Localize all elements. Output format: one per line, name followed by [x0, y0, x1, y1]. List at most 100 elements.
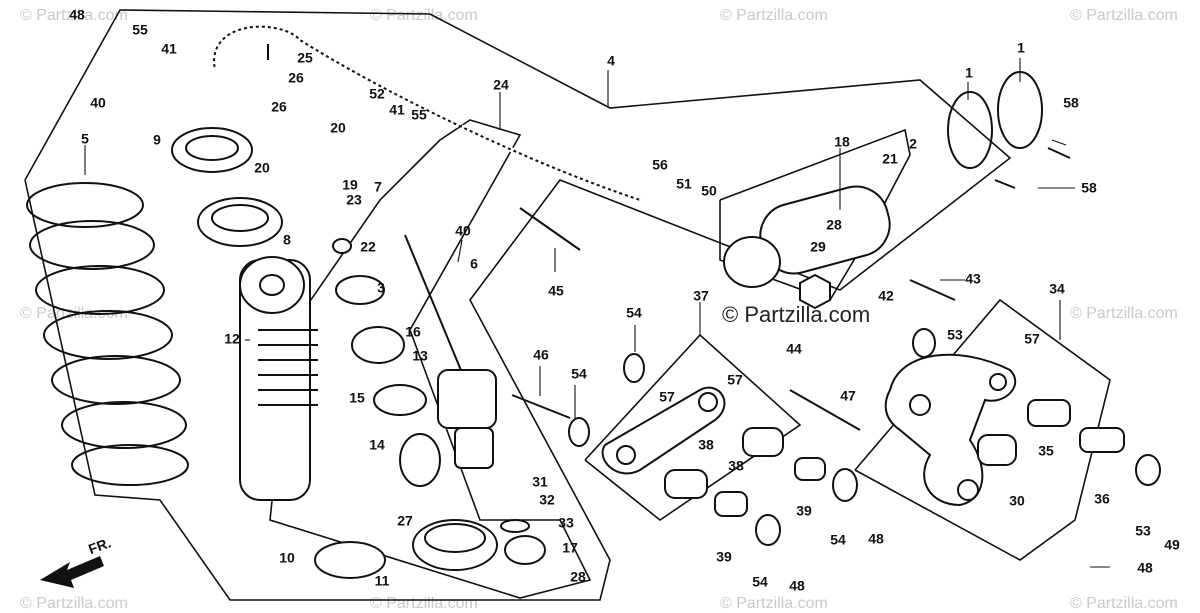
callout-label: 14 [369, 437, 385, 453]
callout-label: 58 [1081, 180, 1097, 196]
watermark: © Partzilla.com [720, 595, 828, 612]
callout-label: 20 [254, 160, 270, 176]
callout-label: 30 [1009, 493, 1025, 509]
callout-label: 29 [810, 239, 826, 255]
callout-label: 49 [1164, 537, 1180, 553]
callout-label: 4 [607, 53, 615, 69]
damper-rod [404, 234, 497, 469]
callout-label: 40 [455, 223, 471, 239]
callout-label: 48 [69, 7, 85, 23]
pivot-collars [568, 328, 1161, 546]
callout-label: 54 [571, 366, 587, 382]
callout-label: 20 [330, 120, 346, 136]
watermark-layer: © Partzilla.com © Partzilla.com © Partzi… [20, 7, 1178, 612]
callout-label: 39 [716, 549, 732, 565]
callout-label: 39 [796, 503, 812, 519]
reservoir [723, 185, 891, 310]
callout-label: 8 [283, 232, 291, 248]
shock-body [239, 256, 318, 501]
callout-label: 6 [470, 256, 478, 272]
callout-label: 18 [834, 134, 850, 150]
callout-label: 43 [965, 271, 981, 287]
callout-label: 38 [698, 437, 714, 453]
watermark: © Partzilla.com [20, 305, 128, 322]
callout-label: 35 [1038, 443, 1054, 459]
callout-label: 57 [727, 372, 743, 388]
callout-label: 3 [377, 280, 385, 296]
watermark: © Partzilla.com [1070, 7, 1178, 24]
callout-label: 24 [493, 77, 509, 93]
cushion-arm [884, 353, 1017, 507]
watermark: © Partzilla.com [1070, 595, 1178, 612]
group-boxes [24, 9, 1111, 601]
callout-label: 15 [349, 390, 365, 406]
shock-spring [26, 182, 189, 486]
callout-label: 19 [342, 177, 358, 193]
reservoir-hose [211, 24, 641, 203]
front-indicator: FR. [40, 534, 113, 588]
callout-labels: 1 1 2 3 4 5 6 7 8 9 10 11 12 13 14 15 16… [69, 7, 1180, 594]
callout-label: 38 [728, 458, 744, 474]
callout-label: 7 [374, 179, 382, 195]
callout-label: 54 [752, 574, 768, 590]
callout-label: 11 [375, 573, 390, 589]
callout-label: 32 [539, 492, 555, 508]
callout-label: 56 [652, 157, 668, 173]
callout-label: 31 [532, 474, 548, 490]
callout-label: 57 [1024, 331, 1040, 347]
callout-label: 48 [789, 578, 805, 594]
callout-label: 42 [878, 288, 894, 304]
callout-label: 51 [676, 176, 692, 192]
callout-label: 50 [701, 183, 717, 199]
callout-label: 12 [224, 331, 240, 347]
watermark: © Partzilla.com [720, 7, 828, 24]
cushion-arm-box [854, 298, 1111, 561]
callout-label: 58 [1063, 95, 1079, 111]
callout-label: 53 [1135, 523, 1151, 539]
callout-label: 54 [626, 305, 642, 321]
callout-label: 41 [161, 41, 177, 57]
callout-label: 40 [90, 95, 106, 111]
watermark: © Partzilla.com [370, 595, 478, 612]
callout-label: 10 [279, 550, 295, 566]
callout-label: 48 [868, 531, 884, 547]
lower-caps [314, 519, 546, 579]
callout-label: 27 [397, 513, 413, 529]
callout-label: 53 [947, 327, 963, 343]
callout-label: 33 [558, 515, 574, 531]
callout-label: 16 [405, 324, 421, 340]
callout-label: 34 [1049, 281, 1065, 297]
callout-label: 1 [1017, 40, 1025, 56]
watermark: © Partzilla.com [20, 7, 128, 24]
callout-label: 28 [826, 217, 842, 233]
bolts [267, 44, 1071, 431]
callout-label: 2 [909, 136, 917, 152]
callout-label: 17 [562, 540, 578, 556]
callout-label: 13 [412, 348, 428, 364]
bumper-stack [332, 238, 441, 487]
callout-label: 5 [81, 131, 89, 147]
callout-label: 46 [533, 347, 549, 363]
callout-label: 28 [570, 569, 586, 585]
callout-label: 25 [297, 50, 313, 66]
linkage-arm-box [584, 333, 802, 521]
callout-label: 54 [830, 532, 846, 548]
callout-label: 9 [153, 132, 161, 148]
shock-assembly-box [24, 9, 1012, 601]
watermark: © Partzilla.com [1070, 305, 1178, 322]
watermark: © Partzilla.com [370, 7, 478, 24]
callout-label: 37 [693, 288, 709, 304]
leader-lines [84, 58, 1110, 568]
callout-label: 36 [1094, 491, 1110, 507]
callout-label: 47 [840, 388, 856, 404]
callout-label: 45 [548, 283, 564, 299]
watermark: © Partzilla.com [20, 595, 128, 612]
callout-label: 22 [360, 239, 376, 255]
callout-label: 55 [411, 107, 427, 123]
callout-label: 48 [1137, 560, 1153, 576]
band-clamps [947, 71, 1043, 169]
front-indicator-label: FR. [86, 534, 113, 557]
center-credit: © Partzilla.com [722, 302, 870, 327]
callout-label: 26 [271, 99, 287, 115]
